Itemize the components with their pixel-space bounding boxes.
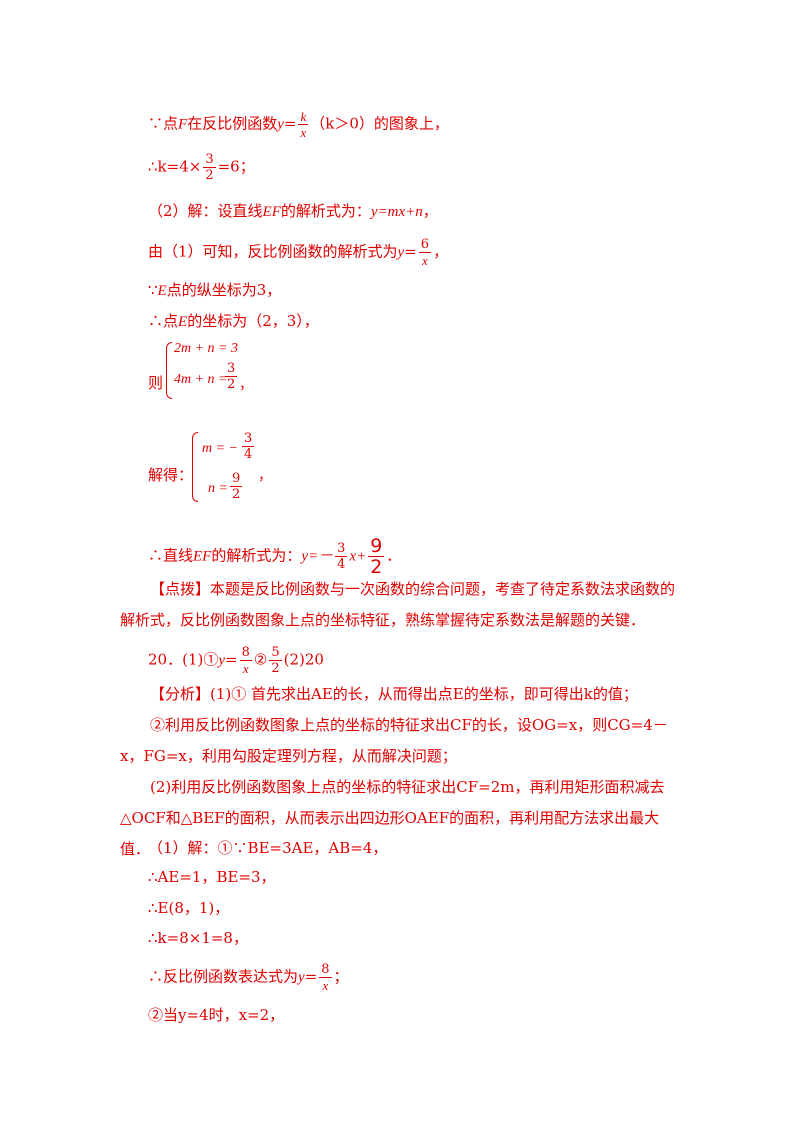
line-solution-2: ∴AE=1，BE=3， [148, 868, 276, 886]
brace-2 [192, 432, 198, 502]
line-solution-4: ∴k=8×1=8， [148, 929, 248, 947]
brace-1 [166, 342, 172, 399]
analysis-line-2: ②利用反比例函数图象上点的坐标的特征求出CF的长，设OG=x，则CG=4－x，F… [120, 716, 668, 765]
line-solution-6: ②当y=4时，x=2， [148, 1006, 285, 1024]
line-e-ordinate: ∵E点的纵坐标为3， [148, 281, 282, 299]
line-e-coordinates: ∴点E的坐标为（2，3）， [148, 312, 319, 330]
line-solution-3: ∴E(8，1)， [148, 899, 230, 917]
line-part2-setup: （2）解：设直线EF的解析式为：y=mx+n， [148, 202, 438, 220]
comment-paragraph: 【点拨】本题是反比例函数与一次函数的综合问题，考查了待定系数法求函数的解析式，反… [120, 580, 676, 629]
analysis-line-3: (2)利用反比例函数图象上点的坐标的特征求出CF=2m，再利用矩形面积减去△OC… [120, 778, 665, 858]
analysis-line-1: 【分析】(1)① 首先求出AE的长，从而得出点E的坐标，即可得出k的值； [150, 685, 638, 703]
line-solution-1: （1）解：①∵BE=3AE，AB=4， [148, 839, 388, 857]
